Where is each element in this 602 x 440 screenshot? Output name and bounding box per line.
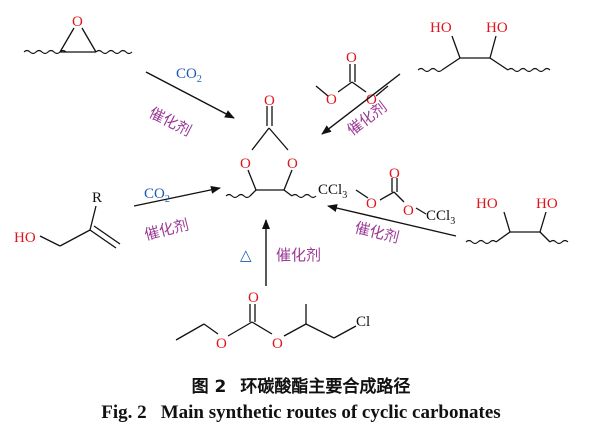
hydroxyl-label: HO — [476, 196, 498, 212]
polymer-chain-wavy — [23, 49, 67, 55]
polymer-chain-wavy — [549, 239, 569, 245]
hydroxyl-label: HO — [536, 196, 558, 212]
figure-number: Fig. 2 — [101, 402, 147, 423]
reaction-arrow-epoxide — [145, 71, 235, 119]
hydroxyl-label: HO — [430, 20, 452, 36]
ccl3-label: CCl3 — [318, 182, 347, 201]
polymer-chain-wavy — [417, 67, 443, 73]
figure-title: 环碳酸酯主要合成路径 — [240, 377, 411, 397]
epoxide-oxygen: O — [72, 14, 83, 30]
catalyst-label: 催化剂 — [276, 246, 321, 264]
carbonyl-oxygen: O — [264, 93, 275, 109]
epoxide-molecule: O — [23, 14, 133, 55]
polymer-chain-wavy — [225, 193, 251, 199]
dimethyl-carbonate-molecule: O O O — [315, 50, 389, 108]
carbonyl-oxygen: O — [248, 290, 259, 306]
hydroxyl-label: HO — [14, 230, 36, 246]
polymer-chain-wavy — [507, 67, 551, 73]
figure-caption-english: Fig. 2 Main synthetic routes of cyclic ca… — [0, 402, 602, 424]
ether-oxygen: O — [272, 336, 283, 352]
ether-oxygen: O — [403, 203, 414, 219]
figure-title: Main synthetic routes of cyclic carbonat… — [160, 402, 501, 423]
reaction-arrow-dmc — [321, 73, 401, 135]
ring-oxygen: O — [287, 156, 298, 172]
chlorine-label: Cl — [356, 314, 370, 330]
catalyst-label: 催化剂 — [143, 216, 191, 244]
cyclic-carbonate-product: O O O — [225, 93, 317, 199]
catalyst-label: 催化剂 — [146, 104, 194, 140]
chloropropyl-carbonate-molecule: O O O Cl — [175, 290, 370, 352]
polymer-chain-wavy — [465, 239, 497, 245]
figure-caption-chinese: 图 2 环碳酸酯主要合成路径 — [0, 372, 602, 397]
heat-symbol: △ — [240, 248, 252, 264]
ccl3-label: CCl3 — [426, 208, 455, 227]
carbonyl-oxygen: O — [346, 50, 357, 66]
triphosgene-molecule: CCl3 O O O CCl3 — [318, 166, 455, 227]
hydroxyl-label: HO — [486, 20, 508, 36]
co2-label-top: CO2 — [176, 66, 202, 85]
ether-oxygen: O — [216, 336, 227, 352]
ether-oxygen: O — [326, 92, 337, 108]
ether-oxygen: O — [366, 196, 377, 212]
reaction-arrow-triphosgene — [327, 204, 457, 237]
polymer-chain-wavy — [95, 49, 133, 55]
figure-number: 图 2 — [191, 377, 227, 397]
diol-molecule-top: HO HO — [417, 20, 551, 73]
reaction-arrow-allyl — [133, 185, 221, 207]
carbonyl-oxygen: O — [389, 166, 400, 182]
polymer-chain-wavy — [291, 193, 317, 199]
allyl-alcohol-molecule: HO R — [14, 190, 121, 249]
diol-molecule-bottom: HO HO — [465, 196, 569, 245]
ether-oxygen: O — [366, 92, 377, 108]
catalyst-label: 催化剂 — [353, 218, 401, 246]
ring-oxygen: O — [240, 156, 251, 172]
co2-label-mid: CO2 — [144, 186, 170, 205]
r-group-label: R — [92, 190, 102, 206]
